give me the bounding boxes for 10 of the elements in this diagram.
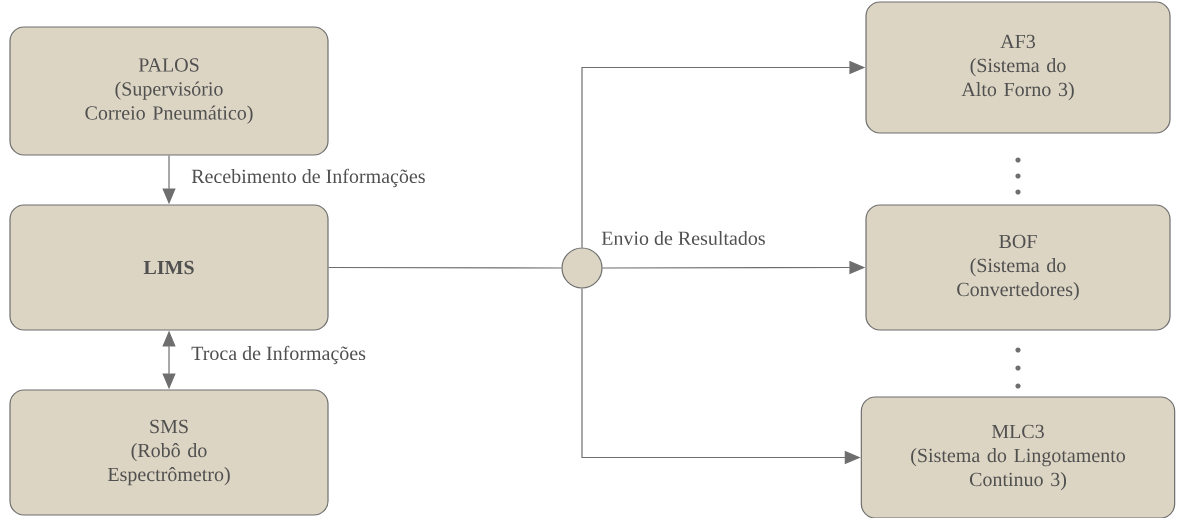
system-box: LIMS: [9, 204, 329, 331]
system-box: BOF (Sistema do Convertedores): [865, 204, 1171, 331]
system-box: AF3 (Sistema do Alto Forno 3): [865, 1, 1171, 134]
edge-label: Recebimento de Informações: [190, 167, 427, 189]
junction-circle: [561, 247, 603, 289]
edge-label: Envio de Resultados: [600, 229, 767, 246]
edge-label: Troca de Informações: [190, 344, 367, 366]
system-box: SMS (Robô do Espectrômetro): [9, 389, 329, 516]
system-box: PALOS (Supervisório Correio Pneumático): [9, 26, 329, 156]
system-box: MLC3 (Sistema do Lingotamento Continuo 3): [860, 396, 1176, 518]
